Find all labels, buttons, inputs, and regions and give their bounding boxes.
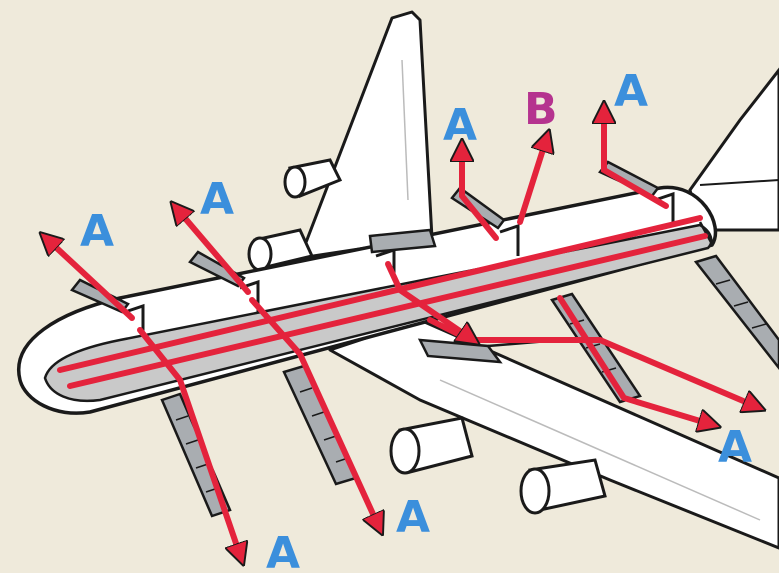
escape-route-arrow-icon xyxy=(48,240,135,321)
upper-deck-stairs xyxy=(368,228,437,254)
exit-label-a: A xyxy=(443,100,477,151)
escape-route-arrow-icon xyxy=(178,210,251,295)
engine-lower-inner xyxy=(389,416,474,475)
cabin-aisles xyxy=(57,215,708,389)
exit-label-a: A xyxy=(200,174,234,225)
escape-routes xyxy=(48,112,755,555)
exit-label-a: A xyxy=(718,422,752,473)
exit-labels: A A A B A A A A xyxy=(80,66,752,573)
exit-label-b: B xyxy=(524,84,558,135)
engine-lower-outer xyxy=(519,458,607,515)
escape-route-arrow-icon xyxy=(427,317,755,406)
escape-route-arrow-icon xyxy=(557,295,710,424)
escape-route-arrow-icon xyxy=(604,112,669,209)
escape-route-arrow-icon xyxy=(462,150,499,241)
exit-label-a: A xyxy=(80,206,114,257)
escape-route-arrow-icon xyxy=(517,140,546,225)
escape-route-arrow-icon xyxy=(385,261,470,338)
escape-route-arrow-icon xyxy=(137,327,240,555)
engine-upper-outer xyxy=(283,158,343,199)
exit-label-a: A xyxy=(614,66,648,117)
exit-label-a: A xyxy=(396,492,430,543)
escape-route-arrow-icon xyxy=(249,297,378,525)
exit-label-a: A xyxy=(266,528,300,573)
